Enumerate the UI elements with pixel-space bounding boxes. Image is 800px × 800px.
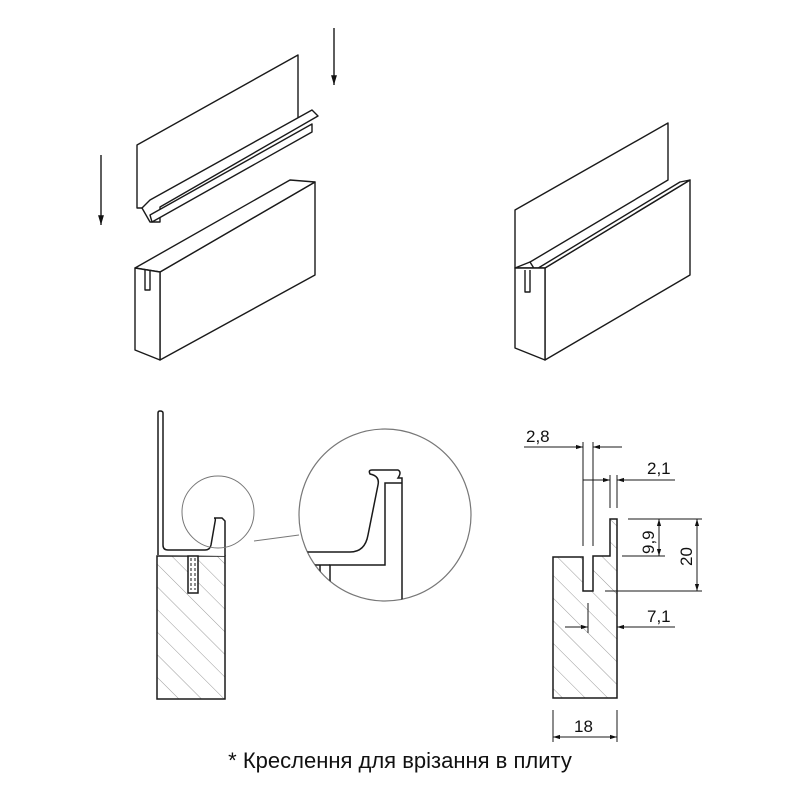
caption: * Креслення для врізання в плиту <box>228 748 572 773</box>
board-end <box>134 267 161 361</box>
dim-total-height: 20 <box>677 547 696 566</box>
profile-back-plate <box>514 122 669 269</box>
exploded-assembly <box>98 28 337 361</box>
dim-lip-height: 9,9 <box>639 530 658 554</box>
detail-marker-circle <box>181 475 255 549</box>
board-end <box>514 267 546 361</box>
board-side <box>159 181 316 361</box>
dim-board-thickness: 18 <box>574 717 593 736</box>
profile-section <box>157 410 226 556</box>
detail-leader-line <box>253 534 300 542</box>
board-profile <box>552 518 618 699</box>
detail-circle <box>298 428 472 602</box>
assembled-view <box>514 122 691 361</box>
dim-slot-width: 2,8 <box>526 427 550 446</box>
section-view <box>156 410 472 700</box>
detail-enlargement <box>300 469 403 601</box>
dimensioned-section <box>524 442 702 742</box>
dim-slot-offset: 7,1 <box>647 607 671 626</box>
dim-lip-thickness: 2,1 <box>647 459 671 478</box>
